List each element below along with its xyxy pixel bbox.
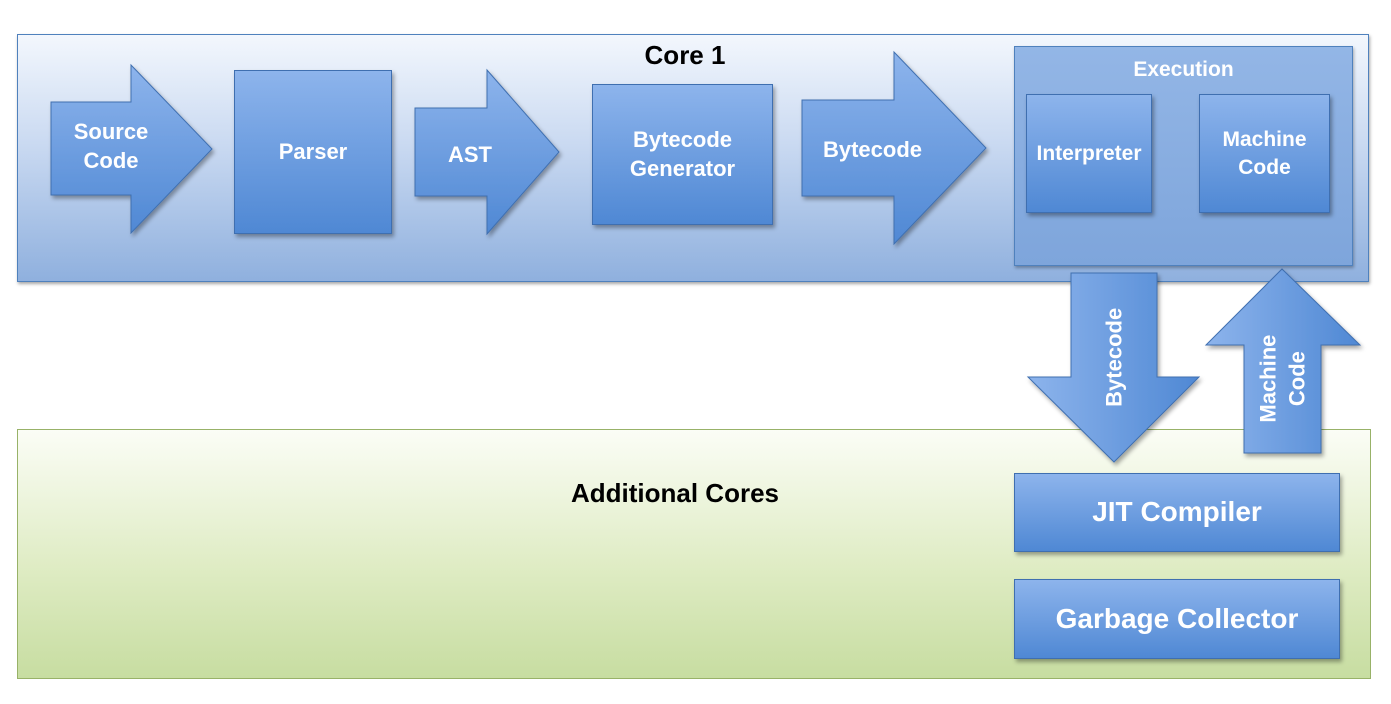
interpreter-box: Interpreter	[1026, 94, 1152, 213]
interpreter-label: Interpreter	[1036, 141, 1142, 165]
machine-code-label: Machine Code	[1222, 128, 1307, 179]
jit-compiler-label: JIT Compiler	[1092, 496, 1262, 528]
parser-label: Parser	[278, 138, 348, 164]
bytecode-arrow	[801, 50, 987, 246]
bytecode-down-label: Bytecode	[1101, 307, 1127, 407]
garbage-collector-label: Garbage Collector	[1055, 602, 1299, 634]
machine-code-up-label: Machine Code	[1255, 334, 1309, 423]
core1-title: Core 1	[644, 40, 726, 70]
source-code-arrow	[50, 63, 213, 235]
jit-compiler-box: JIT Compiler	[1014, 473, 1340, 552]
bytecode-down-arrow	[1026, 272, 1201, 463]
additional-cores-title: Additional Cores	[570, 478, 779, 508]
bytecode-generator-box: Bytecode Generator	[592, 84, 773, 225]
bytecode-generator-label: Bytecode Generator	[629, 126, 736, 181]
execution-title: Execution	[1133, 58, 1234, 81]
garbage-collector-box: Garbage Collector	[1014, 579, 1340, 659]
ast-arrow	[414, 68, 560, 236]
source-code-label: Source Code	[73, 119, 149, 173]
machine-code-box: Machine Code	[1199, 94, 1330, 213]
machine-code-up-arrow	[1204, 268, 1362, 454]
bytecode-label: Bytecode	[822, 137, 923, 162]
ast-label: AST	[448, 142, 492, 167]
parser-box: Parser	[234, 70, 392, 234]
